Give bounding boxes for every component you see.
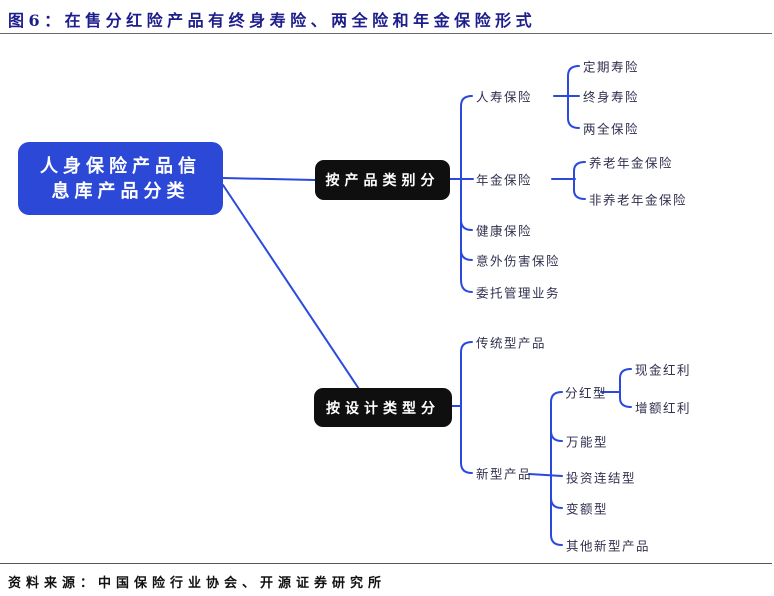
node-participating: 分红型 [565,385,608,401]
node-annuity-insurance: 年金保险 [476,172,533,188]
root-node-line1: 人身保险产品信 [40,155,201,177]
node-other-new-type: 其他新型产品 [566,538,651,554]
node-pension-annuity: 养老年金保险 [589,155,674,171]
node-new-type-products: 新型产品 [476,466,533,482]
source-note: 资料来源：中国保险行业协会、开源证券研究所 [8,576,387,591]
node-incremental-dividend: 增额红利 [635,400,692,416]
node-investment-linked: 投资连结型 [566,470,637,486]
node-life-insurance: 人寿保险 [476,89,533,105]
node-whole-life: 终身寿险 [583,89,640,105]
node-term-life: 定期寿险 [583,59,640,75]
node-variable: 变额型 [566,501,609,517]
figure-title: 图6：在售分红险产品有终身寿险、两全险和年金保险形式 [8,11,537,30]
node-entrusted-management: 委托管理业务 [476,285,561,301]
node-cash-dividend: 现金红利 [635,362,692,378]
node-non-pension-annuity: 非养老年金保险 [589,192,688,208]
title-divider [0,33,772,34]
category-box-by-product-type: 按产品类别分 [315,160,450,200]
root-node-line2: 息库产品分类 [51,180,190,202]
footer-divider [0,563,772,564]
node-accident-insurance: 意外伤害保险 [476,253,561,269]
root-node: 人身保险产品信 息库产品分类 [18,142,223,215]
node-universal: 万能型 [566,434,609,450]
node-endowment: 两全保险 [583,121,640,137]
node-traditional-products: 传统型产品 [476,335,547,351]
node-health-insurance: 健康保险 [476,223,533,239]
category-box-by-design-type: 按设计类型分 [314,388,452,427]
